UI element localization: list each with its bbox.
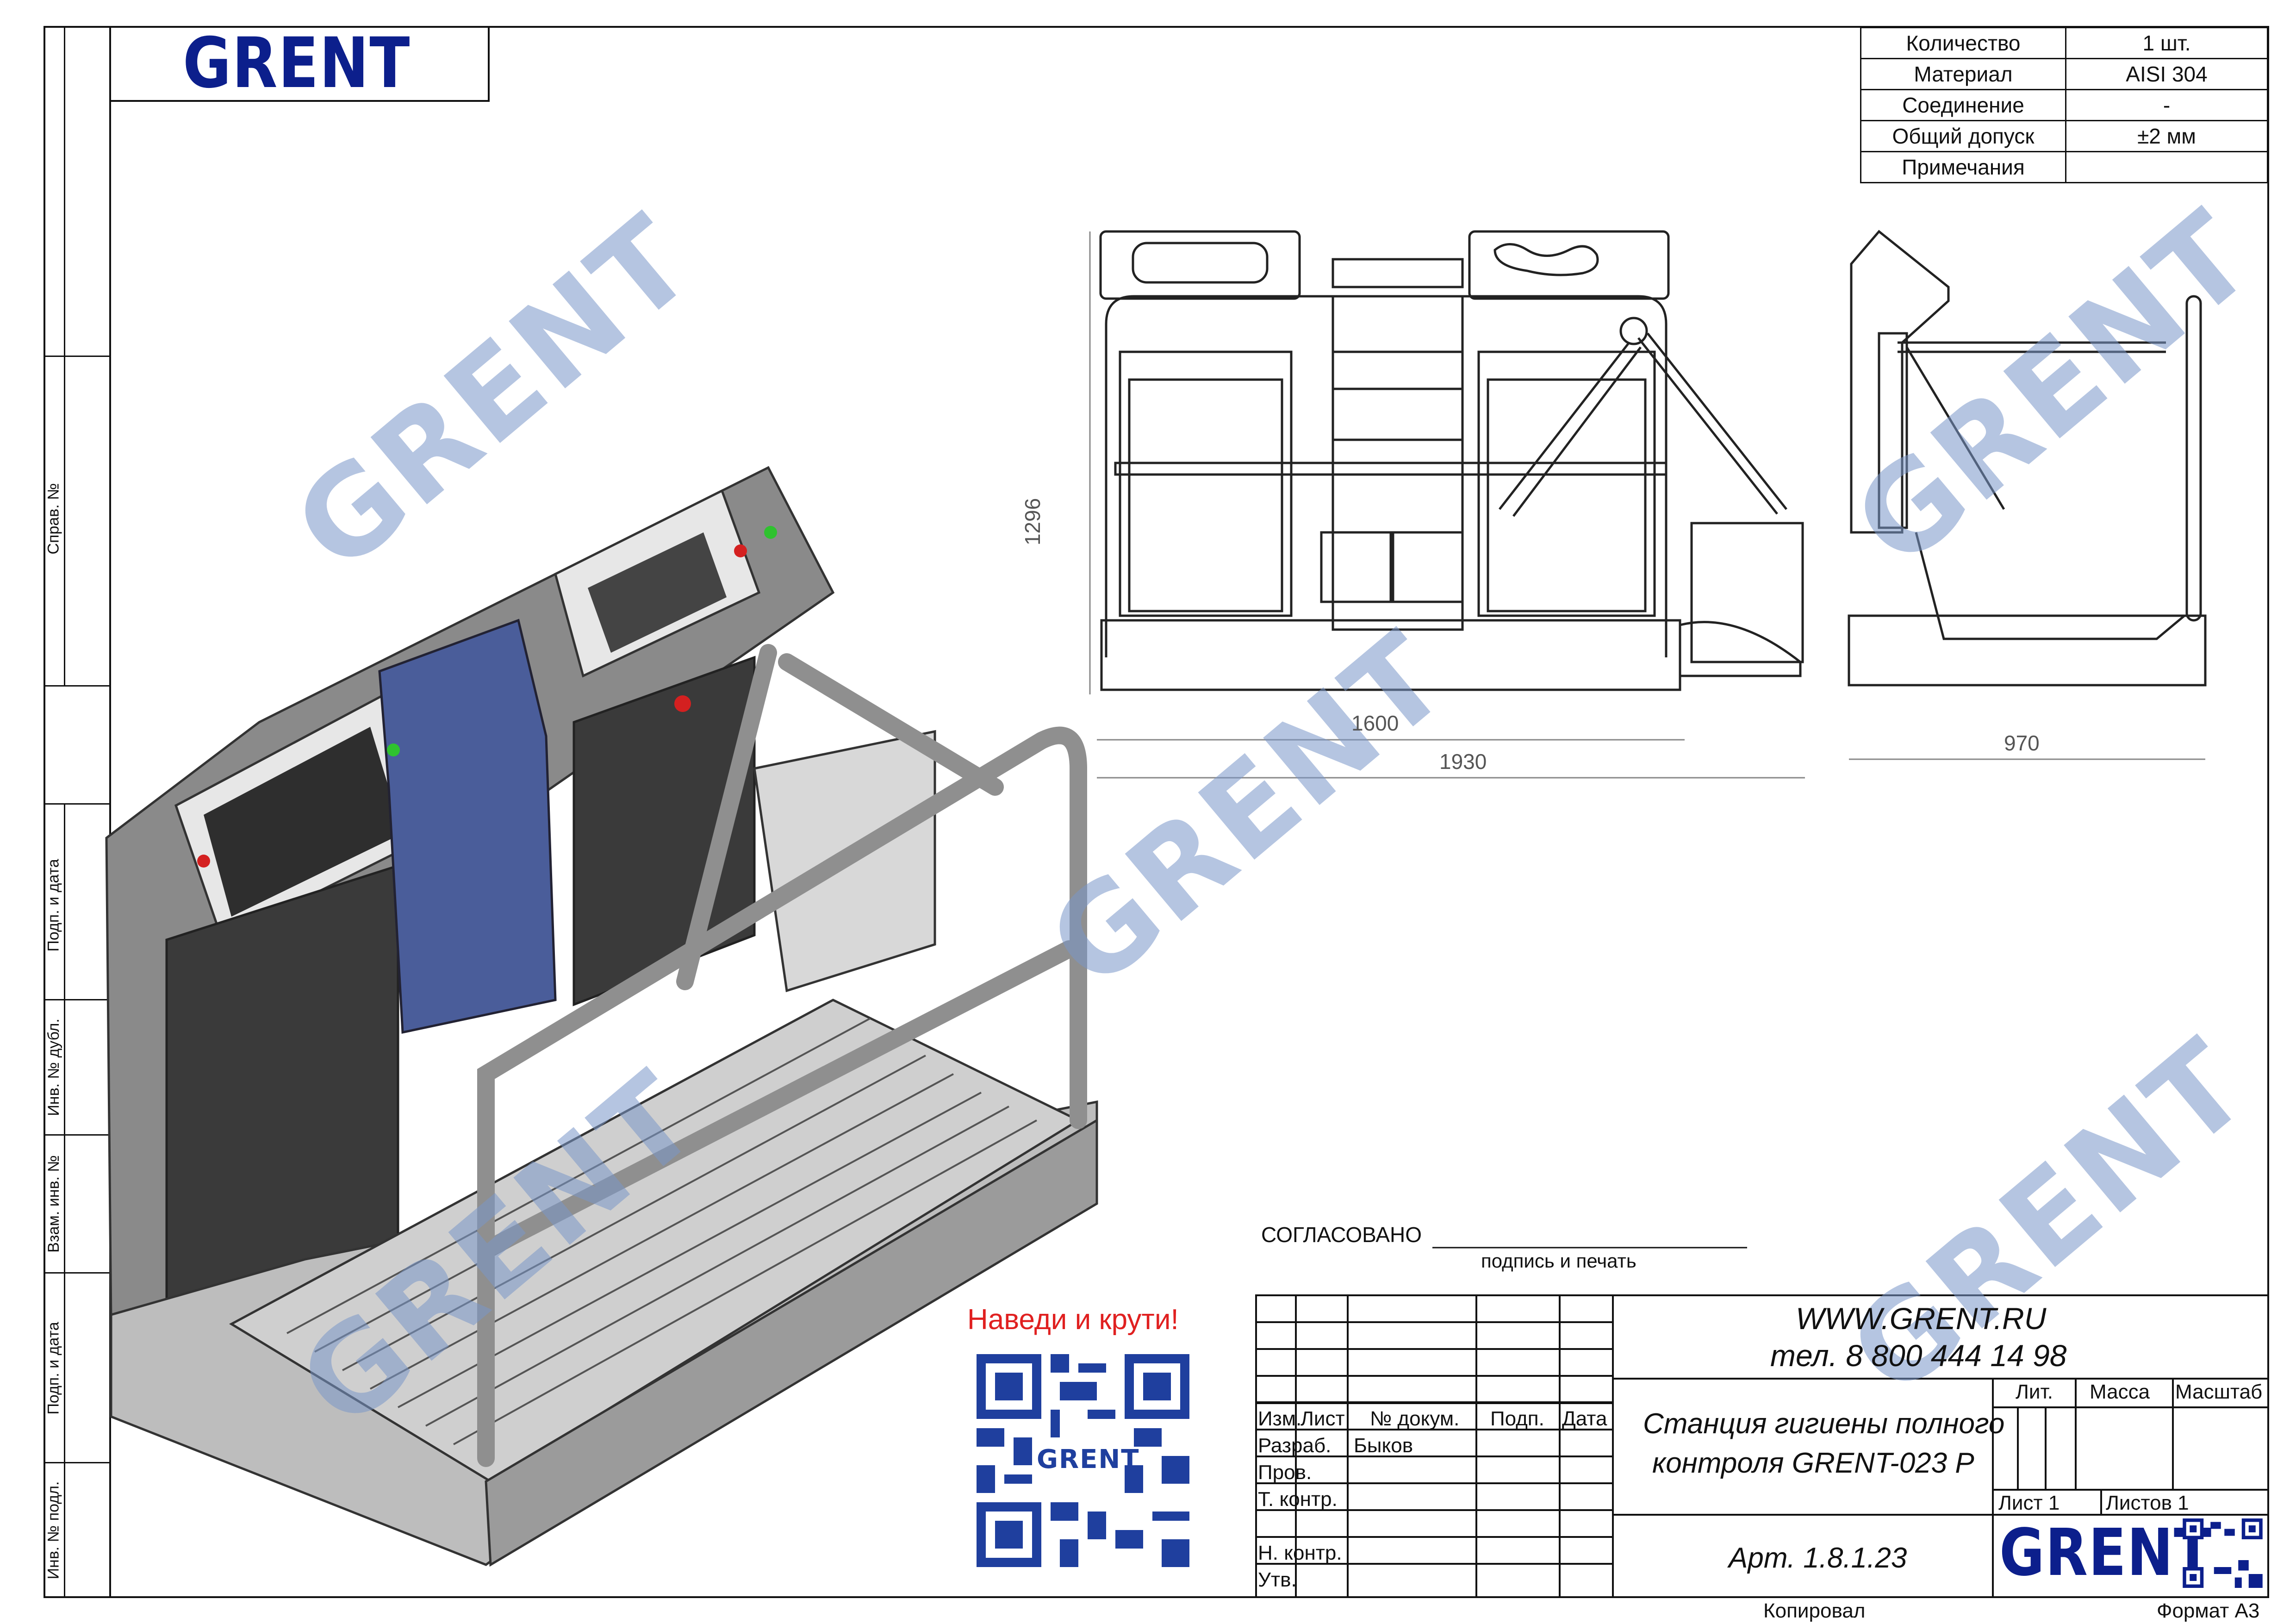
sheets-label: Листов 1 bbox=[2106, 1492, 2189, 1514]
side-strip-divider bbox=[64, 803, 65, 1598]
header-izm: Изм. bbox=[1258, 1407, 1302, 1430]
logo-box bbox=[109, 26, 490, 102]
row-prov: Пров. bbox=[1258, 1461, 1312, 1484]
qr-code-icon bbox=[977, 1354, 1189, 1567]
header-doc-num: № докум. bbox=[1370, 1407, 1460, 1430]
table-row: Общий допуск±2 мм bbox=[1860, 120, 2268, 152]
lit-label: Лит. bbox=[2016, 1380, 2053, 1403]
qr-caption: Наведи и крути! bbox=[967, 1304, 1179, 1336]
side-strip-cut bbox=[44, 685, 109, 687]
title-block-logo: GRENT bbox=[1999, 1515, 2212, 1591]
document-title-2: контроля GRENT-023 Р bbox=[1652, 1447, 1974, 1479]
sheet-label: Лист 1 bbox=[1998, 1492, 2060, 1514]
side-strip-cut bbox=[44, 1462, 109, 1463]
row-t-kontr: Т. контр. bbox=[1258, 1488, 1338, 1511]
table-row: Примечания bbox=[1860, 151, 2268, 183]
table-row: Соединение- bbox=[1860, 89, 2268, 121]
side-strip-cut bbox=[44, 999, 109, 1000]
prop-label: Общий допуск bbox=[1860, 120, 2066, 152]
prop-value: ±2 мм bbox=[2065, 120, 2268, 152]
header-data: Дата bbox=[1562, 1407, 1607, 1430]
approval-sub: подпись и печать bbox=[1481, 1250, 1636, 1272]
side-strip-cut bbox=[44, 1272, 109, 1274]
prop-value bbox=[2065, 151, 2268, 183]
format-label: Формат А3 bbox=[2157, 1599, 2260, 1622]
header-podp: Подп. bbox=[1490, 1407, 1544, 1430]
side-view bbox=[1848, 230, 2207, 760]
dimension-depth: 970 bbox=[2004, 731, 2040, 755]
prop-label: Примечания bbox=[1860, 151, 2066, 183]
header-list: Лист bbox=[1300, 1407, 1345, 1430]
frame-left-inner bbox=[109, 26, 111, 1598]
copied-label: Копировал bbox=[1763, 1599, 1866, 1622]
approval-label: СОГЛАСОВАНО bbox=[1261, 1223, 1422, 1247]
side-strip-cut bbox=[44, 1134, 109, 1136]
prop-label: Соединение bbox=[1860, 89, 2066, 121]
row-utv: Утв. bbox=[1258, 1568, 1297, 1591]
prop-label: Материал bbox=[1860, 58, 2066, 90]
mass-label: Масса bbox=[2090, 1380, 2150, 1403]
isometric-view bbox=[105, 466, 1098, 1567]
prop-value: AISI 304 bbox=[2065, 58, 2268, 90]
prop-value: 1 шт. bbox=[2065, 27, 2268, 59]
phone-text: тел. 8 800 444 14 98 bbox=[1770, 1338, 2067, 1373]
article-number: Арт. 1.8.1.23 bbox=[1729, 1542, 1907, 1574]
developer-name: Быков bbox=[1354, 1434, 1413, 1457]
document-title-1: Станция гигиены полного bbox=[1643, 1408, 2005, 1440]
prop-value: - bbox=[2065, 89, 2268, 121]
website-text: WWW.GRENT.RU bbox=[1796, 1301, 2047, 1336]
qr-center-logo: GRENT bbox=[1037, 1444, 1140, 1474]
row-n-kontr: Н. контр. bbox=[1258, 1542, 1342, 1564]
scale-label: Масштаб bbox=[2175, 1380, 2263, 1403]
small-qr-code-icon bbox=[2183, 1518, 2263, 1588]
frame-right bbox=[2267, 26, 2269, 1598]
prop-label: Количество bbox=[1860, 27, 2066, 59]
frame-top bbox=[44, 26, 2269, 28]
row-razrab: Разраб. bbox=[1258, 1434, 1332, 1457]
frame-left-outer bbox=[44, 26, 45, 1598]
dimension-width-inner: 1600 bbox=[1351, 711, 1399, 735]
brand-logo: GRENT bbox=[183, 23, 411, 104]
front-view bbox=[1089, 230, 1805, 779]
title-block-grid bbox=[1255, 1247, 2269, 1598]
side-strip-cut bbox=[44, 803, 109, 805]
frame-bottom bbox=[44, 1596, 2269, 1598]
side-strip-cut bbox=[44, 356, 109, 357]
dimension-width-total: 1930 bbox=[1439, 750, 1487, 774]
dimension-height: 1296 bbox=[1020, 498, 1045, 546]
